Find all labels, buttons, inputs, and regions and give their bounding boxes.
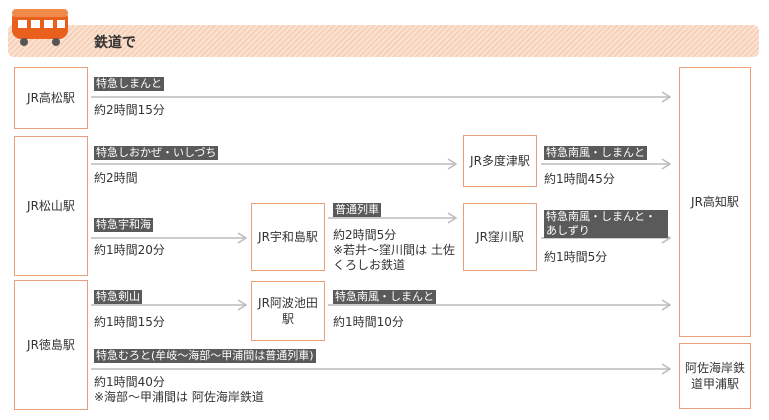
route-time: 約2時間5分 — [333, 228, 397, 242]
route-note: ※海部～甲浦間は 阿佐海岸鉄道 — [94, 390, 264, 404]
route-label: 特急しまんと — [94, 77, 164, 91]
station-name: JR多度津駅 — [470, 154, 530, 168]
route-label: 特急南風・しまんと — [544, 146, 647, 160]
route-time: 約1時間15分 — [94, 315, 165, 329]
route-time: 約1時間40分 — [94, 375, 165, 389]
route-time: 約1時間20分 — [94, 243, 165, 257]
route-label: 特急しおかぜ・いしづち — [94, 146, 219, 160]
station-uwajima: JR宇和島駅 — [251, 203, 325, 271]
station-matsuyama: JR松山駅 — [14, 136, 88, 276]
route-label: 特急むろと(牟岐～海部～甲浦間は普通列車) — [94, 349, 316, 363]
route-label: 特急宇和海 — [94, 218, 153, 232]
station-kubokawa: JR窪川駅 — [463, 203, 537, 271]
station-name: JR宇和島駅 — [258, 230, 318, 244]
route-label: 特急剣山 — [94, 290, 142, 304]
station-name: JR阿波池田駅 — [258, 296, 318, 326]
route-label: 普通列車 — [333, 203, 381, 217]
route-note: ※若井～窪川間は 土佐くろしお鉄道 — [333, 243, 455, 272]
route-time: 約1時間45分 — [544, 172, 615, 186]
station-takamatsu: JR高松駅 — [14, 67, 88, 129]
station-name: JR窪川駅 — [476, 230, 524, 244]
station-name: JR高知駅 — [691, 195, 739, 209]
station-name: 阿佐海岸鉄道甲浦駅 — [684, 361, 745, 391]
route-label: 特急南風・しまんと — [333, 290, 436, 304]
station-name: JR徳島駅 — [27, 338, 75, 352]
station-tokushima: JR徳島駅 — [14, 280, 88, 410]
page-title: 鉄道で — [94, 35, 136, 51]
station-name: JR松山駅 — [27, 199, 75, 213]
station-name: JR高松駅 — [27, 91, 75, 105]
header-bar — [8, 25, 759, 57]
station-kannoura: 阿佐海岸鉄道甲浦駅 — [679, 343, 751, 409]
train-icon — [10, 3, 72, 47]
route-time: 約2時間 — [94, 171, 138, 185]
route-time: 約2時間15分 — [94, 103, 165, 117]
station-awaikeda: JR阿波池田駅 — [251, 281, 325, 341]
route-time: 約1時間5分 — [544, 250, 608, 264]
station-tadotsu: JR多度津駅 — [463, 135, 537, 187]
route-label: 特急南風・しまんと・あしずり — [544, 210, 668, 238]
route-time: 約1時間10分 — [333, 315, 404, 329]
station-kochi: JR高知駅 — [679, 67, 751, 337]
